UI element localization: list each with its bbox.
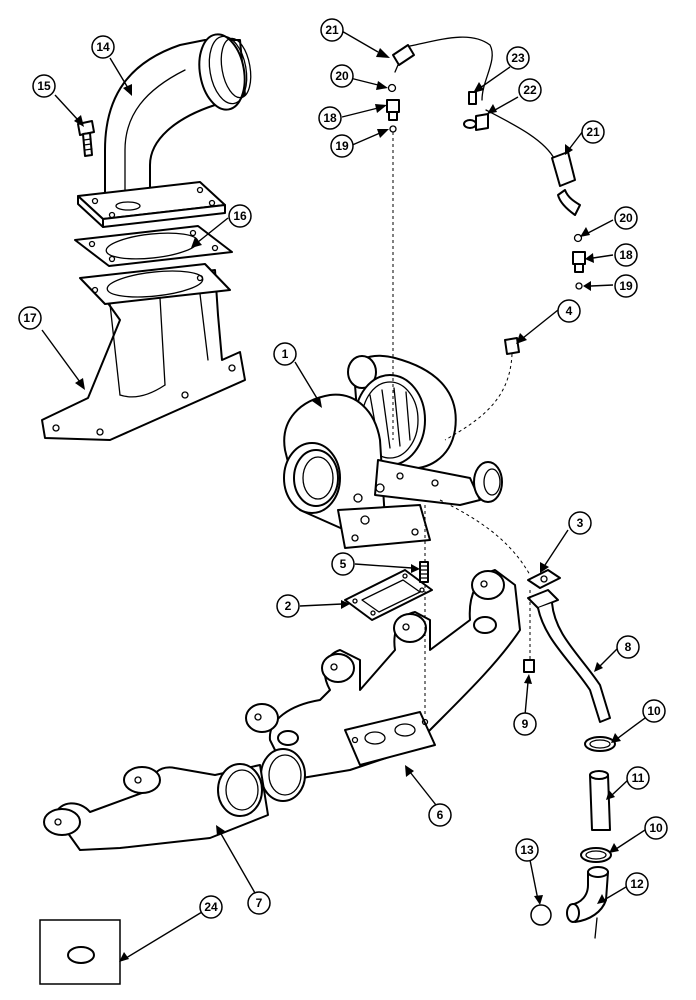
oil-feed-line xyxy=(392,36,581,216)
exhaust-manifold-rear xyxy=(245,569,521,802)
elbow-pipe xyxy=(104,33,252,201)
elbow-flange xyxy=(77,181,226,228)
callout-label: 18 xyxy=(323,111,337,125)
callout-label: 21 xyxy=(325,23,339,37)
callout-c21b: 21 xyxy=(581,120,605,144)
callout-label: 22 xyxy=(523,83,537,97)
callout-label: 15 xyxy=(37,79,51,93)
callout-label: 19 xyxy=(619,279,633,293)
callout-c17: 17 xyxy=(18,306,42,330)
callout-label: 19 xyxy=(335,139,349,153)
line-clip xyxy=(463,113,489,131)
callout-c1: 1 xyxy=(273,342,297,366)
bolt xyxy=(77,120,95,157)
callout-c4: 4 xyxy=(557,299,581,323)
hose-clamp-upper xyxy=(584,736,616,752)
callout-c3: 3 xyxy=(568,511,592,535)
callout-c7: 7 xyxy=(247,891,271,915)
callout-c21a: 21 xyxy=(320,18,344,42)
callout-label: 11 xyxy=(632,771,645,785)
callout-label: 20 xyxy=(335,69,349,83)
callout-c6: 6 xyxy=(428,803,452,827)
callout-label: 23 xyxy=(511,51,525,65)
callout-label: 21 xyxy=(586,125,600,139)
fitting-upper xyxy=(386,83,400,133)
mounting-stud xyxy=(419,561,429,583)
drain-gasket xyxy=(527,569,561,589)
callout-c2: 2 xyxy=(276,594,300,618)
callout-c5: 5 xyxy=(331,552,355,576)
check-ball xyxy=(530,904,552,926)
callout-label: 14 xyxy=(96,40,110,54)
callout-c11: 11 xyxy=(626,766,650,790)
callout-label: 10 xyxy=(647,704,661,718)
callout-label: 2 xyxy=(285,599,292,613)
return-fitting xyxy=(504,337,520,355)
callout-label: 20 xyxy=(619,211,633,225)
callout-c20b: 20 xyxy=(614,206,638,230)
turbo-gasket xyxy=(344,569,433,621)
flange-gasket xyxy=(74,225,233,267)
callout-c13: 13 xyxy=(515,838,539,862)
callout-c19a: 19 xyxy=(330,134,354,158)
callout-c16: 16 xyxy=(228,204,252,228)
callout-label: 10 xyxy=(649,821,663,835)
drain-fitting xyxy=(523,659,535,673)
callout-label: 17 xyxy=(23,311,37,325)
callout-label: 1 xyxy=(282,347,289,361)
callout-c10b: 10 xyxy=(644,816,668,840)
callout-label: 13 xyxy=(520,843,534,857)
callout-label: 4 xyxy=(566,304,573,318)
callout-label: 16 xyxy=(233,209,247,223)
callout-c10a: 10 xyxy=(642,699,666,723)
callout-label: 12 xyxy=(630,877,644,891)
exhaust-adapter xyxy=(41,263,246,441)
callout-c22: 22 xyxy=(518,78,542,102)
fitting-lower xyxy=(572,233,586,290)
callout-label: 5 xyxy=(340,557,347,571)
callout-label: 9 xyxy=(522,717,529,731)
callout-c12: 12 xyxy=(625,872,649,896)
callout-c23: 23 xyxy=(506,46,530,70)
callout-c9: 9 xyxy=(513,712,537,736)
callout-c18a: 18 xyxy=(318,106,342,130)
oil-drain-tube xyxy=(527,589,611,723)
callout-c15: 15 xyxy=(32,74,56,98)
callout-label: 8 xyxy=(625,640,632,654)
hose-clamp-lower xyxy=(580,847,612,863)
plug-detail-box xyxy=(39,919,121,985)
callout-label: 18 xyxy=(619,248,633,262)
callout-label: 24 xyxy=(204,900,218,914)
callout-label: 6 xyxy=(437,808,444,822)
drain-elbow xyxy=(566,866,609,939)
assembly-lines xyxy=(392,132,531,715)
callout-c8: 8 xyxy=(616,635,640,659)
callout-label: 3 xyxy=(577,516,584,530)
callout-c19b: 19 xyxy=(614,274,638,298)
turbocharger xyxy=(283,354,503,549)
callout-c14: 14 xyxy=(91,35,115,59)
exhaust-manifold-front xyxy=(43,763,269,851)
callout-c20a: 20 xyxy=(330,64,354,88)
callout-c24: 24 xyxy=(199,895,223,919)
banjo-bolt xyxy=(468,91,477,105)
callout-leaders xyxy=(41,29,646,962)
drain-hose xyxy=(589,770,611,831)
callout-c18b: 18 xyxy=(614,243,638,267)
callout-label: 7 xyxy=(256,896,263,910)
